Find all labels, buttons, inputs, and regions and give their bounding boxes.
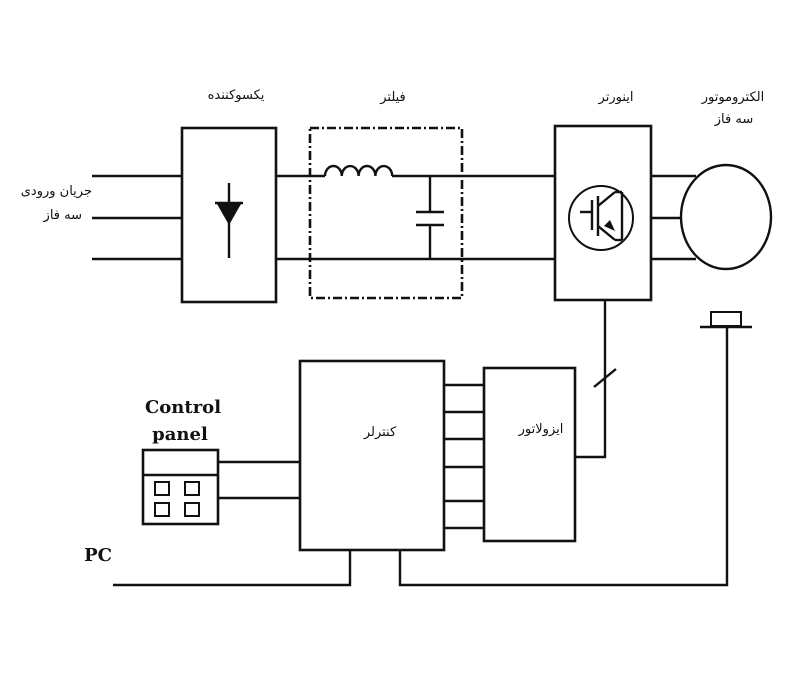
motor-wires (651, 174, 696, 261)
gate-signal-wire (575, 300, 617, 459)
motor-label-line2: سه فاز (714, 112, 753, 127)
rectifier-label: یکسوکننده (208, 88, 265, 103)
filter-label: فیلتر (379, 90, 406, 105)
pc-label: PC (84, 545, 112, 566)
feedback-wire (398, 327, 729, 587)
controller-label: کنترلر (363, 425, 397, 440)
dc-bus-wires (276, 174, 555, 261)
control-panel-label-line2: panel (152, 424, 208, 445)
isolator-label: ایزولاتور (518, 422, 564, 437)
inverter-label: اینورتر (598, 90, 634, 105)
motor-label-line1: الکتروموتور (701, 90, 764, 105)
igbt-symbol-icon (568, 185, 634, 251)
controller-block (298, 359, 446, 552)
keypad-symbol-icon (141, 448, 220, 526)
pc-wire (113, 550, 352, 587)
control-panel-label-line1: Control (145, 397, 221, 418)
control-bus-wires (444, 383, 484, 530)
diode-symbol-icon (215, 183, 243, 258)
motor-symbol (679, 163, 773, 271)
inverter-block (553, 124, 653, 302)
isolator-block (482, 366, 577, 543)
sensor-symbol-icon (700, 311, 752, 329)
panel-wires (218, 460, 300, 500)
capacitor-symbol-icon (416, 176, 444, 259)
input-wires (92, 174, 182, 261)
filter-block (308, 126, 464, 300)
inductor-symbol-icon (323, 164, 394, 177)
input-label-line2: سه فاز (43, 208, 82, 223)
input-label-line1: جریان ورودی (21, 184, 92, 199)
